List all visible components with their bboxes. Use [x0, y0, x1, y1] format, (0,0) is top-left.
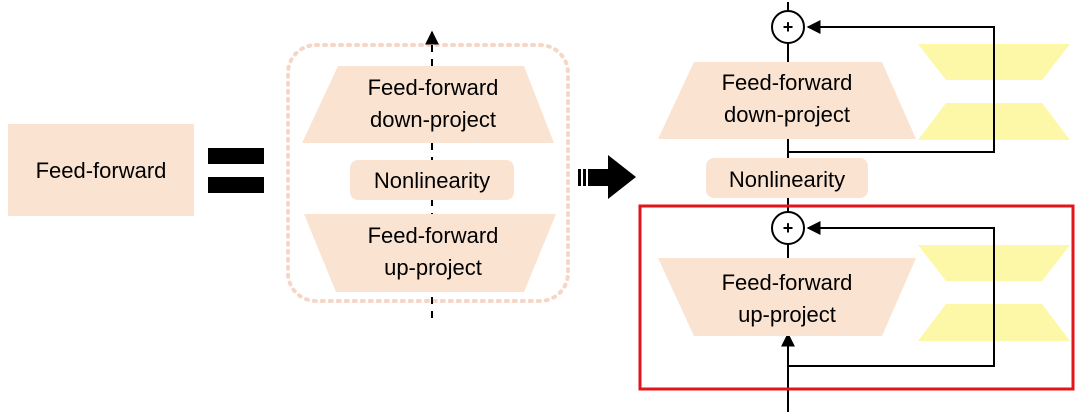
- middle-nonlinearity-box: [350, 160, 514, 200]
- svg-text:+: +: [783, 218, 794, 238]
- middle-up-project-shape: [304, 214, 556, 292]
- decomposition-dashed-border: [286, 43, 570, 303]
- middle-up-project-label-line2: up-project: [384, 255, 482, 280]
- right-down-project-label-line1: Feed-forward: [722, 70, 853, 95]
- right-up-project-label-line2: up-project: [738, 302, 836, 327]
- middle-up-project-label-line1: Feed-forward: [368, 223, 499, 248]
- highlight-box: [638, 204, 1075, 391]
- middle-nonlinearity-label: Nonlinearity: [374, 168, 490, 193]
- feedforward-block: [8, 124, 194, 216]
- top-residual-path: [788, 20, 995, 153]
- right-nonlinearity-label: Nonlinearity: [729, 167, 845, 192]
- equals-icon: [208, 148, 264, 193]
- middle-down-project-label-line1: Feed-forward: [368, 75, 499, 100]
- bottom-plus-circle-icon: +: [771, 211, 805, 245]
- bottom-residual-path: [788, 221, 995, 367]
- middle-down-project-label-line2: down-project: [370, 107, 496, 132]
- right-up-project-shape: [658, 258, 916, 336]
- top-plus-circle-icon: +: [771, 10, 805, 44]
- arrow-right-icon: [578, 155, 636, 199]
- middle-down-project-shape: [302, 66, 554, 143]
- right-nonlinearity-box: [706, 158, 868, 198]
- feedforward-block-label: Feed-forward: [36, 158, 167, 183]
- right-down-project-shape: [658, 62, 916, 139]
- right-up-project-label-line1: Feed-forward: [722, 270, 853, 295]
- right-down-project-label-line2: down-project: [724, 102, 850, 127]
- svg-text:+: +: [783, 17, 794, 37]
